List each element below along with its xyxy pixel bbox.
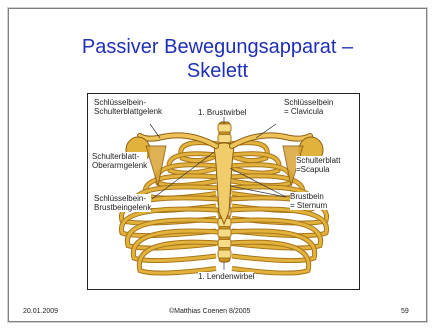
vertebra-13 (218, 250, 231, 258)
label-sternum: Brustbein = Sternum (290, 192, 327, 210)
footer-author: ©Matthias Coenen 8/2005 (169, 308, 250, 315)
vertebra-11 (218, 229, 231, 237)
label-sternoclavicular-joint: Schlüsselbein- Brustbeingelenk (94, 194, 151, 212)
label-clavicle-scapula-joint: Schlüsselbein- Schulterblattgelenk (94, 98, 162, 116)
slide-title-line-1: Passiver Bewegungsapparat – (9, 35, 426, 59)
label-scapula-humerus-joint: Schulterblatt- Oberarmgelenk (92, 152, 147, 170)
slide: Passiver Bewegungsapparat – Skelett (8, 8, 427, 322)
label-first-lumbar: 1. Lendenwirbel (198, 272, 254, 281)
footer-date: 20.01.2009 (23, 308, 58, 315)
skeleton-figure: Schlüsselbein- Schulterblattgelenk 1. Br… (87, 93, 360, 290)
label-clavicle: Schlüsselbein = Clavicula (284, 98, 333, 116)
label-first-thoracic: 1. Brustwirbel (198, 108, 246, 117)
vertebra-12 (218, 240, 231, 248)
label-scapula: Schulterblatt =Scapula (296, 156, 340, 174)
slide-title-line-2: Skelett (9, 59, 426, 83)
footer-page-number: 59 (401, 308, 409, 315)
vertebra-2 (218, 135, 231, 143)
slide-title: Passiver Bewegungsapparat – Skelett (9, 35, 426, 83)
vertebra-1 (218, 124, 231, 132)
